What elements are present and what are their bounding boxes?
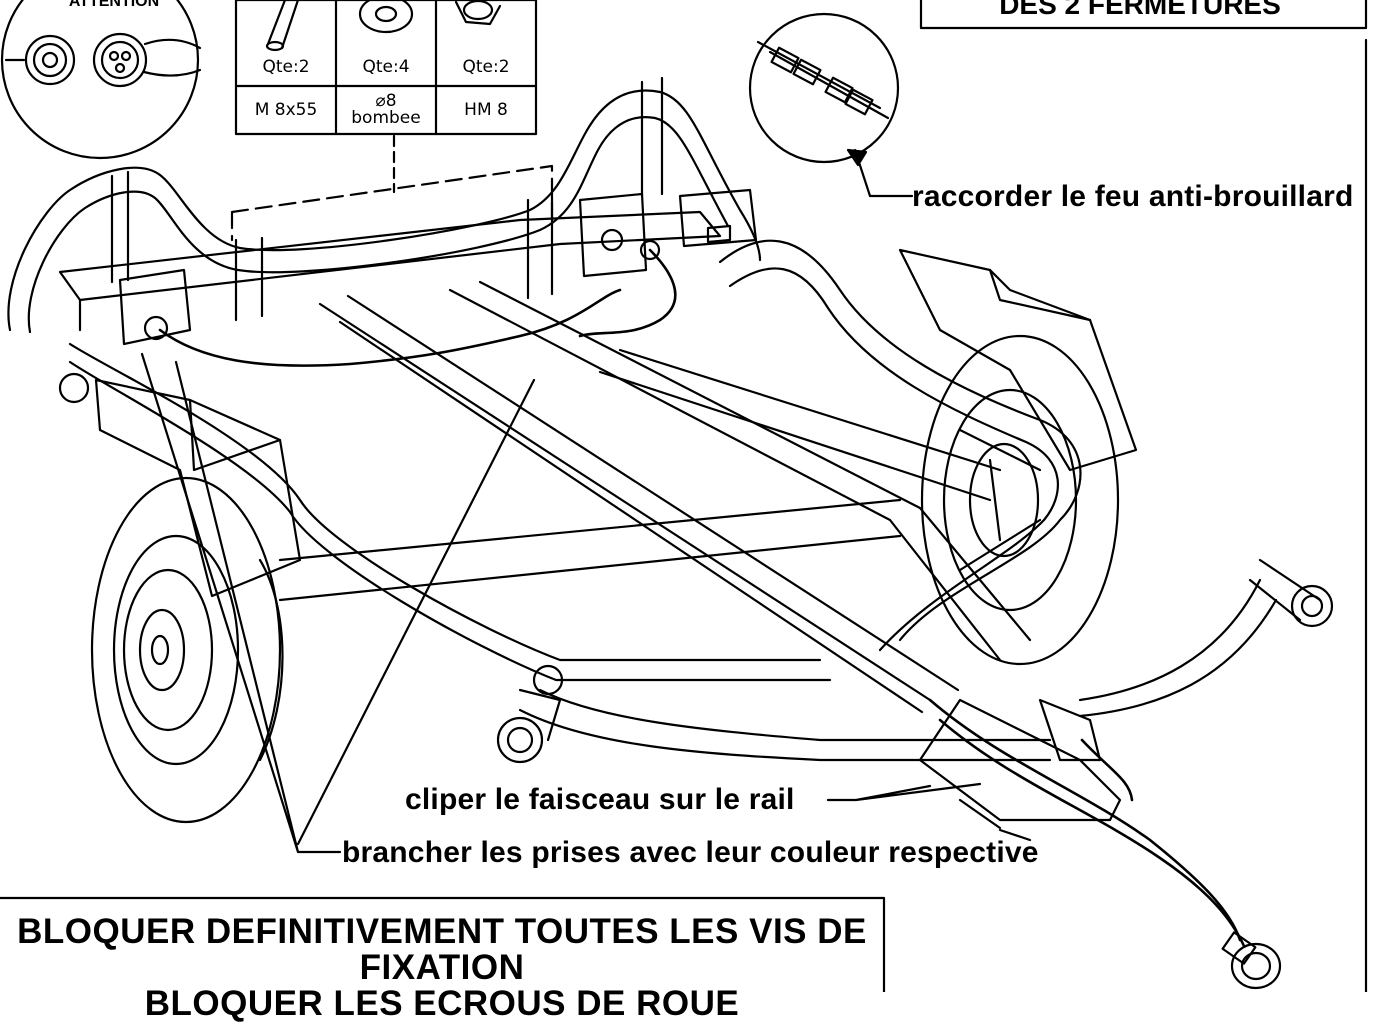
wiring-harness [158, 248, 1246, 948]
left-wheel [90, 476, 284, 824]
attention-label: ATTENTION [69, 0, 159, 10]
assembly-notice: BLOQUER DEFINITIVEMENT TOUTES LES VIS DE… [0, 914, 884, 1022]
fog-light-detail [748, 12, 900, 164]
part-name-nut: HM 8 [464, 99, 508, 120]
clip-harness-leader [826, 782, 982, 802]
parts-table [234, 0, 538, 136]
title-block-frame [919, 0, 1368, 30]
assembly-drawing: DES 2 FERMETURES ATTENTION [0, 0, 1368, 992]
part-name-washer: ⌀8 [375, 91, 397, 111]
part-name-bolt: M 8x55 [254, 99, 318, 120]
trailer-frame [7, 76, 1322, 842]
qty-cell-2: Qte:4 [362, 56, 410, 77]
connect-plugs-leader-2 [296, 378, 536, 846]
part-cell-1: M 8x55 [236, 88, 336, 132]
connect-plugs-leader [140, 352, 342, 854]
trailer-plug [1221, 931, 1282, 990]
notice-frame [0, 896, 886, 992]
part-cell-3: HM 8 [436, 88, 536, 132]
fog-light-leader [853, 148, 914, 198]
fog-light-leader-arrow [846, 148, 868, 167]
jockey-wheels [58, 372, 1334, 764]
parts-leader-box [230, 164, 554, 242]
callout-connect-plugs: brancher les prises avec leur couleur re… [342, 836, 1039, 869]
right-wheel [920, 334, 1120, 666]
callout-fog-light: raccorder le feu anti-brouillard [912, 180, 1354, 213]
title-block-text: DES 2 FERMETURES [999, 0, 1281, 20]
notice-line-2: BLOQUER LES ECROUS DE ROUE [144, 984, 740, 1023]
qty-cell-3: Qte:2 [462, 56, 510, 77]
notice-line-1: BLOQUER DEFINITIVEMENT TOUTES LES VIS DE… [17, 912, 867, 987]
callout-clip-harness: cliper le faisceau sur le rail [405, 783, 795, 816]
attention-detail [0, 0, 202, 160]
part-name-washer-type: bombee [351, 108, 421, 128]
mudguards [94, 248, 1138, 598]
qty-cell-1: Qte:2 [262, 56, 310, 77]
part-cell-2: ⌀8 bombee [336, 88, 436, 132]
